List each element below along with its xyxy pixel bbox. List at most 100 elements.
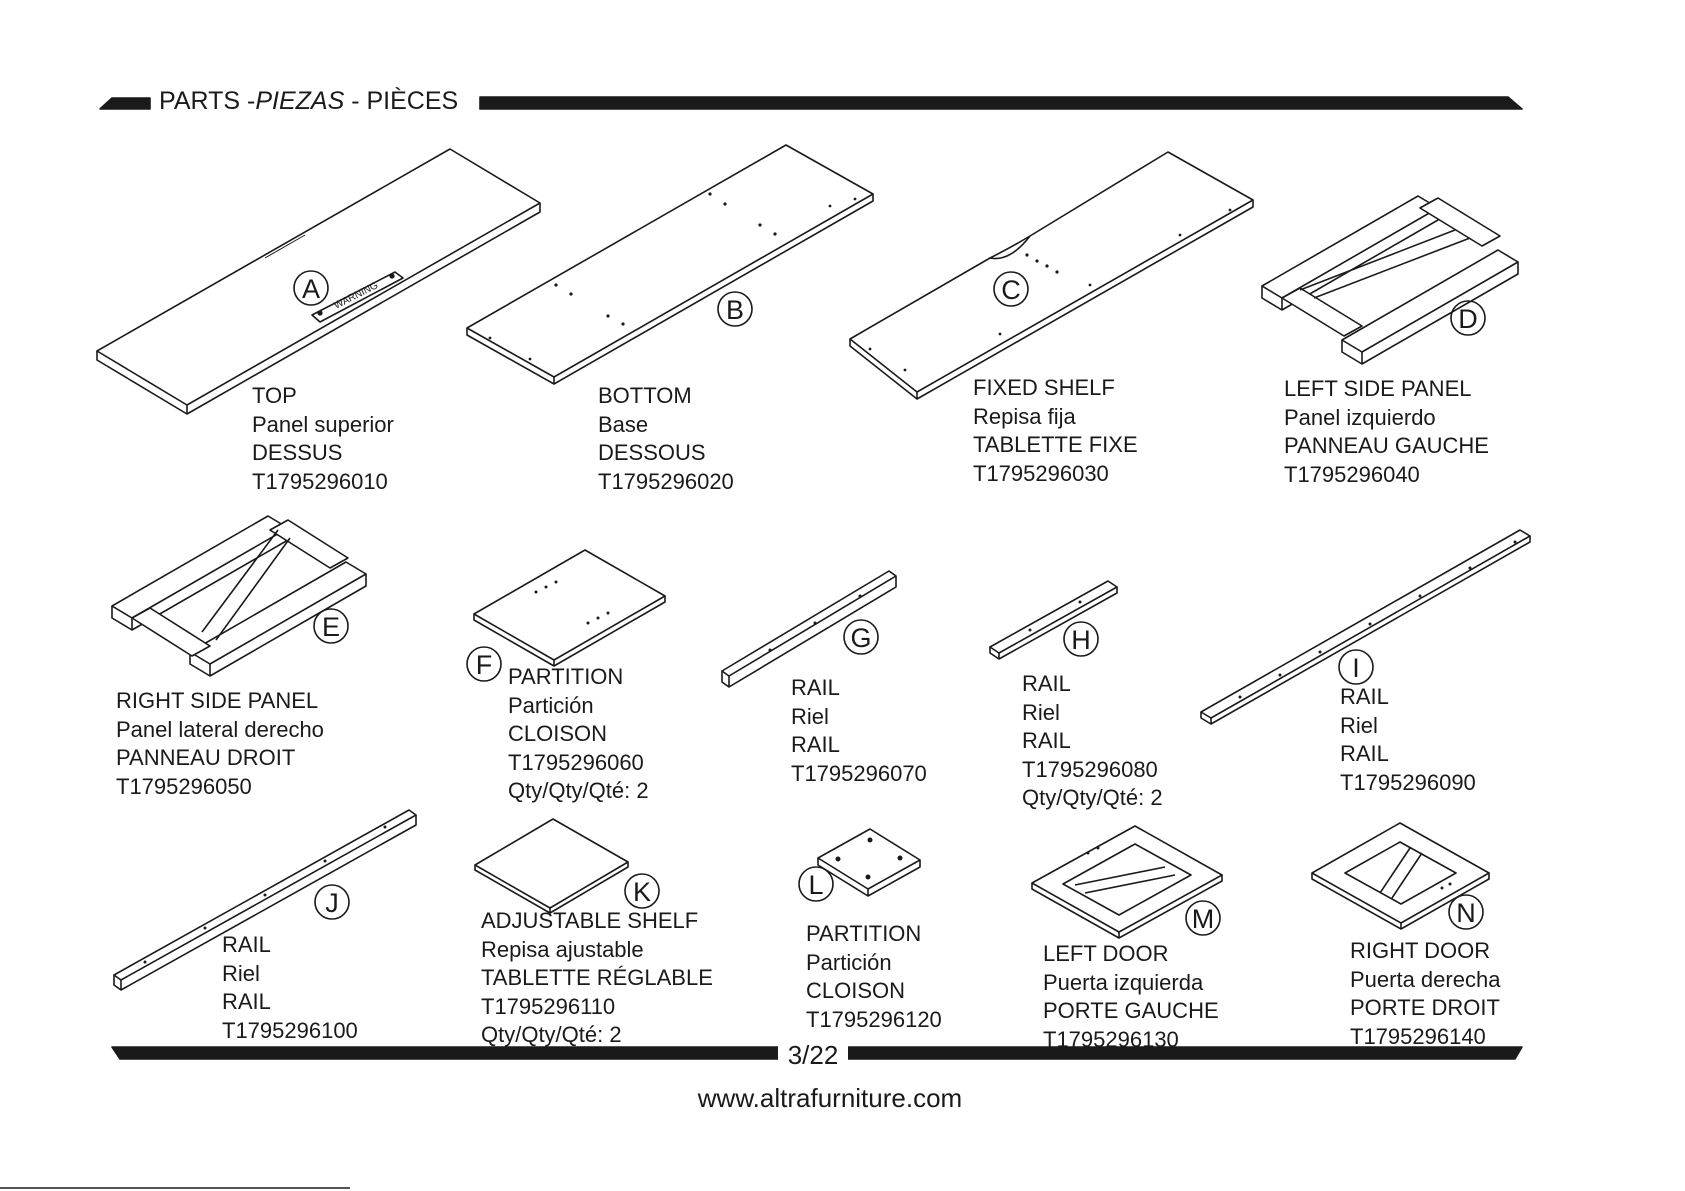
- part-a-label: TOP Panel superior DESSUS T1795296010: [252, 382, 394, 496]
- part-m-letter: M: [1192, 904, 1215, 934]
- website-url: www.altrafurniture.com: [697, 1083, 963, 1113]
- part-code: T1795296020: [598, 468, 734, 494]
- part-e-label: RIGHT SIDE PANEL Panel lateral derecho P…: [116, 687, 324, 801]
- part-f-letter-circle: [466, 646, 502, 682]
- part-code: T1795296040: [1284, 461, 1420, 487]
- part-a-drawing: WARNING: [96, 148, 541, 415]
- part-qty: Qty/Qty/Qté: 2: [508, 778, 649, 803]
- part-code: T1795296080: [1022, 756, 1158, 782]
- part-code: T1795296140: [1350, 1023, 1486, 1049]
- part-f-letter: F: [476, 650, 493, 680]
- part-name-fr: TABLETTE FIXE: [973, 432, 1138, 457]
- part-name-en: TOP: [252, 383, 297, 408]
- part-f-label: PARTITION Partición CLOISON T1795296060 …: [508, 663, 649, 806]
- part-code: T1795296060: [508, 749, 644, 775]
- part-i-label: RAIL Riel RAIL T1795296090: [1340, 683, 1476, 797]
- part-name-en: PARTITION: [508, 664, 624, 689]
- part-name-en: RIGHT DOOR: [1350, 938, 1491, 963]
- part-i-drawing: [1200, 529, 1531, 725]
- part-name-en: PARTITION: [806, 921, 922, 946]
- part-name-fr: RAIL: [1340, 741, 1389, 766]
- part-code: T1795296030: [973, 460, 1109, 486]
- page-number: 3/22: [778, 1040, 848, 1070]
- header-left-bar: [99, 97, 151, 110]
- part-name-es: Base: [598, 411, 649, 437]
- part-e-drawing: [111, 515, 367, 677]
- section-title-fr: - PIÈCES: [344, 87, 459, 115]
- part-g-letter-circle: [843, 619, 879, 655]
- part-code: T1795296010: [252, 468, 388, 494]
- part-name-fr: PANNEAU DROIT: [116, 745, 296, 770]
- part-j-label: RAIL Riel RAIL T1795296100: [222, 931, 358, 1045]
- part-name-es: Riel: [791, 703, 829, 729]
- part-i-letter-circle: [1338, 649, 1374, 685]
- part-f-drawing: [466, 549, 666, 682]
- section-title-es: PIEZAS: [255, 87, 345, 115]
- part-code: T1795296110: [481, 993, 616, 1019]
- part-g-label: RAIL Riel RAIL T1795296070: [791, 674, 927, 788]
- section-title-en: PARTS -: [159, 87, 256, 115]
- part-name-fr: PANNEAU GAUCHE: [1284, 433, 1489, 458]
- part-n-label: RIGHT DOOR Puerta derecha PORTE DROIT T1…: [1350, 937, 1500, 1051]
- part-code: T1795296070: [791, 760, 927, 786]
- part-d-drawing: [1261, 195, 1519, 365]
- part-name-fr: RAIL: [1022, 728, 1071, 753]
- part-name-es: Panel lateral derecho: [116, 716, 324, 742]
- part-h-letter-circle: [1063, 621, 1099, 657]
- part-j-letter-circle: [314, 884, 350, 920]
- part-l-letter-circle: [798, 866, 834, 902]
- part-name-en: RIGHT SIDE PANEL: [116, 688, 319, 713]
- part-d-label: LEFT SIDE PANEL Panel izquierdo PANNEAU …: [1284, 375, 1489, 489]
- part-qty: Qty/Qty/Qté: 2: [1022, 785, 1163, 810]
- part-name-fr: TABLETTE RÉGLABLE: [481, 965, 713, 990]
- part-d-letter-circle: [1450, 300, 1486, 336]
- part-c-drawing: [849, 151, 1254, 400]
- part-name-es: Partición: [806, 949, 892, 975]
- part-name-fr: CLOISON: [806, 978, 906, 1003]
- part-name-es: Panel superior: [252, 411, 394, 437]
- part-n-letter-circle: [1448, 894, 1484, 930]
- part-code: T1795296120: [806, 1006, 942, 1032]
- part-j-letter: J: [325, 888, 339, 918]
- part-k-drawing: [474, 818, 660, 914]
- part-name-es: Riel: [1022, 699, 1060, 725]
- part-name-fr: PORTE DROIT: [1350, 995, 1500, 1020]
- part-h-drawing: [989, 580, 1118, 660]
- part-qty: Qty/Qty/Qté: 2: [481, 1022, 622, 1047]
- part-g-drawing: [721, 570, 897, 688]
- part-name-en: LEFT DOOR: [1043, 941, 1169, 966]
- part-e-letter-circle: [313, 608, 349, 644]
- part-name-fr: PORTE GAUCHE: [1043, 998, 1219, 1023]
- part-code: T1795296090: [1340, 769, 1476, 795]
- section-title: PARTS -PIEZAS - PIÈCES: [155, 86, 463, 116]
- part-name-en: BOTTOM: [598, 383, 692, 408]
- part-name-en: RAIL: [1022, 671, 1071, 696]
- part-b-letter: B: [726, 295, 744, 325]
- part-name-fr: DESSUS: [252, 440, 343, 465]
- part-b-label: BOTTOM Base DESSOUS T1795296020: [598, 382, 734, 496]
- part-name-fr: CLOISON: [508, 721, 608, 746]
- part-name-es: Repisa fija: [973, 403, 1076, 429]
- part-m-label: LEFT DOOR Puerta izquierda PORTE GAUCHE …: [1043, 940, 1219, 1054]
- part-k-letter-circle: [624, 873, 660, 909]
- part-a-letter-circle: [293, 270, 329, 306]
- part-name-en: RAIL: [222, 932, 271, 957]
- part-name-en: RAIL: [791, 675, 840, 700]
- part-c-letter: C: [1001, 275, 1021, 305]
- part-name-en: ADJUSTABLE SHELF: [481, 908, 699, 933]
- part-name-es: Puerta derecha: [1350, 966, 1501, 992]
- part-code: T1795296100: [222, 1017, 358, 1043]
- part-name-fr: RAIL: [222, 989, 271, 1014]
- part-name-es: Panel izquierdo: [1284, 404, 1436, 430]
- part-g-letter: G: [850, 623, 871, 653]
- part-l-label: PARTITION Partición CLOISON T1795296120: [806, 920, 942, 1034]
- part-e-letter: E: [322, 612, 340, 642]
- part-d-letter: D: [1458, 304, 1478, 334]
- part-n-letter: N: [1456, 898, 1476, 928]
- part-name-es: Partición: [508, 692, 594, 718]
- part-b-letter-circle: [717, 291, 753, 327]
- part-k-letter: K: [633, 877, 651, 907]
- header-right-bar: [479, 96, 1523, 110]
- part-n-drawing: [1311, 822, 1490, 930]
